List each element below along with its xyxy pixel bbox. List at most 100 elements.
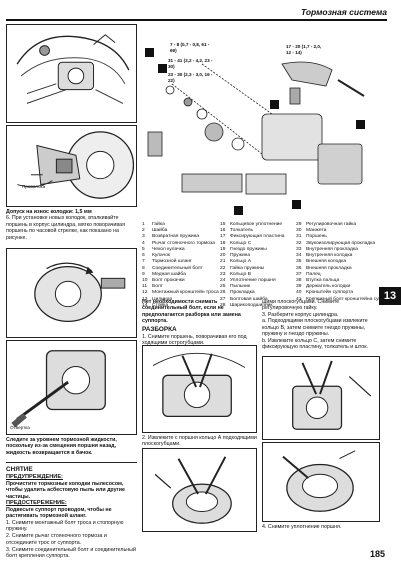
legend-number: 7 <box>142 259 145 265</box>
legend-number: 31 <box>296 234 302 240</box>
legend-text: Звукоизолирующая прокладка <box>306 240 376 246</box>
legend-number: 38 <box>296 277 302 283</box>
legend-number: 21 <box>220 259 226 265</box>
legend-number: 8 <box>142 265 145 271</box>
right-step-4: 4. Снимите уплотнение поршня. <box>262 524 342 530</box>
legend-number: 16 <box>220 228 226 234</box>
legend-item: 13 Цилиндр <box>142 297 220 303</box>
legend-number: 30 <box>296 228 302 234</box>
legend-item: 30 Манжета <box>296 228 382 234</box>
legend-item: 18 Кольцо С <box>220 241 298 247</box>
legend-text: Манжета <box>306 228 327 234</box>
legend-text: Соединительный болт <box>152 265 203 271</box>
legend-number: 20 <box>220 253 226 259</box>
legend-item: 8 Соединительный болт <box>142 266 220 272</box>
right-step-3: b. Извлеките кольцо С, затем снимите фик… <box>262 337 369 351</box>
header-rule <box>6 19 387 21</box>
legend-number: 19 <box>220 246 226 252</box>
wire-label: Проволока <box>22 184 46 189</box>
legend-number: 3 <box>142 234 145 240</box>
legend-item: 7 Тормозной шланг <box>142 259 220 265</box>
legend-text: Внешняя колодка <box>306 259 347 265</box>
figure-cylinder-disassembly <box>262 356 380 440</box>
legend-number: 6 <box>142 253 145 259</box>
legend-number: 26 <box>220 290 226 296</box>
legend-text: Чехол кулачка <box>152 246 185 252</box>
right-step-0: щими плоскогубцами. Снимите регулировочн… <box>262 299 340 312</box>
legend-text: Цилиндр <box>152 296 173 302</box>
legend-text: Фиксирующая пластина <box>230 234 285 240</box>
legend-text: Рычаг стояночного тормоза <box>152 240 215 246</box>
caution-text: Прочистите тормозные колодки пылесосом, … <box>6 480 125 500</box>
legend-number: 9 <box>142 271 145 277</box>
figure-piston-seal <box>262 442 380 522</box>
legend-number: 18 <box>220 240 226 246</box>
legend-number: 28 <box>220 302 226 308</box>
figure-piston-rotate <box>6 248 137 338</box>
removal-section: СНЯТИЕ ПРЕДУПРЕЖДЕНИЕ: Прочистите тормоз… <box>6 466 137 560</box>
mid-text-block: Нет необходимости снимать соединительный… <box>142 299 257 347</box>
legend-text: Крепежный болт кронштейна суппорта <box>306 296 395 302</box>
pad-wear-step: 6. При установке новых колодок, вталкива… <box>6 215 125 241</box>
legend-text: Прокладка <box>230 290 255 296</box>
legend-number: 17 <box>220 234 226 240</box>
legend-text: Держатель колодки <box>306 284 351 290</box>
legend-number: 39 <box>296 284 302 290</box>
legend-item: 20 Пружина <box>220 253 298 259</box>
legend-text: Кольцевое уплотнение <box>230 222 283 227</box>
legend-item: 27 Болтовая шайба <box>220 297 298 303</box>
legend-number: 4 <box>142 240 145 246</box>
legend-text: Внутренняя прокладка <box>306 246 358 252</box>
legend-text: Пыльник <box>230 284 251 290</box>
legend-number: 1 <box>142 222 145 227</box>
legend-number: 22 <box>220 265 226 271</box>
legend-item: 4 Рычаг стояночного тормоза <box>142 241 220 247</box>
torque-label-4: 23 - 30 (2,3 - 3,0, 16 - 22) <box>168 72 213 83</box>
legend-number: 15 <box>220 222 226 227</box>
legend-text: Пружина <box>230 253 251 259</box>
legend-number: 13 <box>142 296 148 302</box>
exploded-caliper-diagram: 7 - 8 (0,7 - 0,8, 61 - 69) 31 - 41 (3,2 … <box>142 24 382 222</box>
legend-text: Толкатель <box>230 228 254 234</box>
legend-number: 34 <box>296 253 302 259</box>
pad-wear-title: Допуск на износ колодки: 1,5 мм <box>6 209 92 215</box>
removal-title: СНЯТИЕ <box>6 466 33 473</box>
legend-text: Кольцо С <box>230 240 252 246</box>
legend-text: Внешняя прокладка <box>306 265 352 271</box>
figure-pad-wear-gauge <box>6 125 137 207</box>
legend-text: Тормозной шланг <box>152 259 192 265</box>
legend-number: 27 <box>220 296 226 302</box>
caution2-text: Подвесьте суппорт проводом, чтобы не рас… <box>6 506 112 520</box>
removal-step-3: 3. Снимите соединительный болт и соедини… <box>6 546 136 559</box>
disassembly-step-2: 2. Извлеките с поршня кольцо А подходящи… <box>142 435 257 448</box>
legend-text: Болтовая шайба <box>230 296 268 302</box>
legend-number: 24 <box>220 277 226 283</box>
section-tab: 13 <box>379 287 401 305</box>
legend-number: 14 <box>142 302 148 308</box>
legend-number: 11 <box>142 284 148 290</box>
figure-piston-removal <box>142 345 257 433</box>
legend-text: Кольцо В <box>230 271 251 277</box>
legend-text: Болт <box>152 284 163 290</box>
